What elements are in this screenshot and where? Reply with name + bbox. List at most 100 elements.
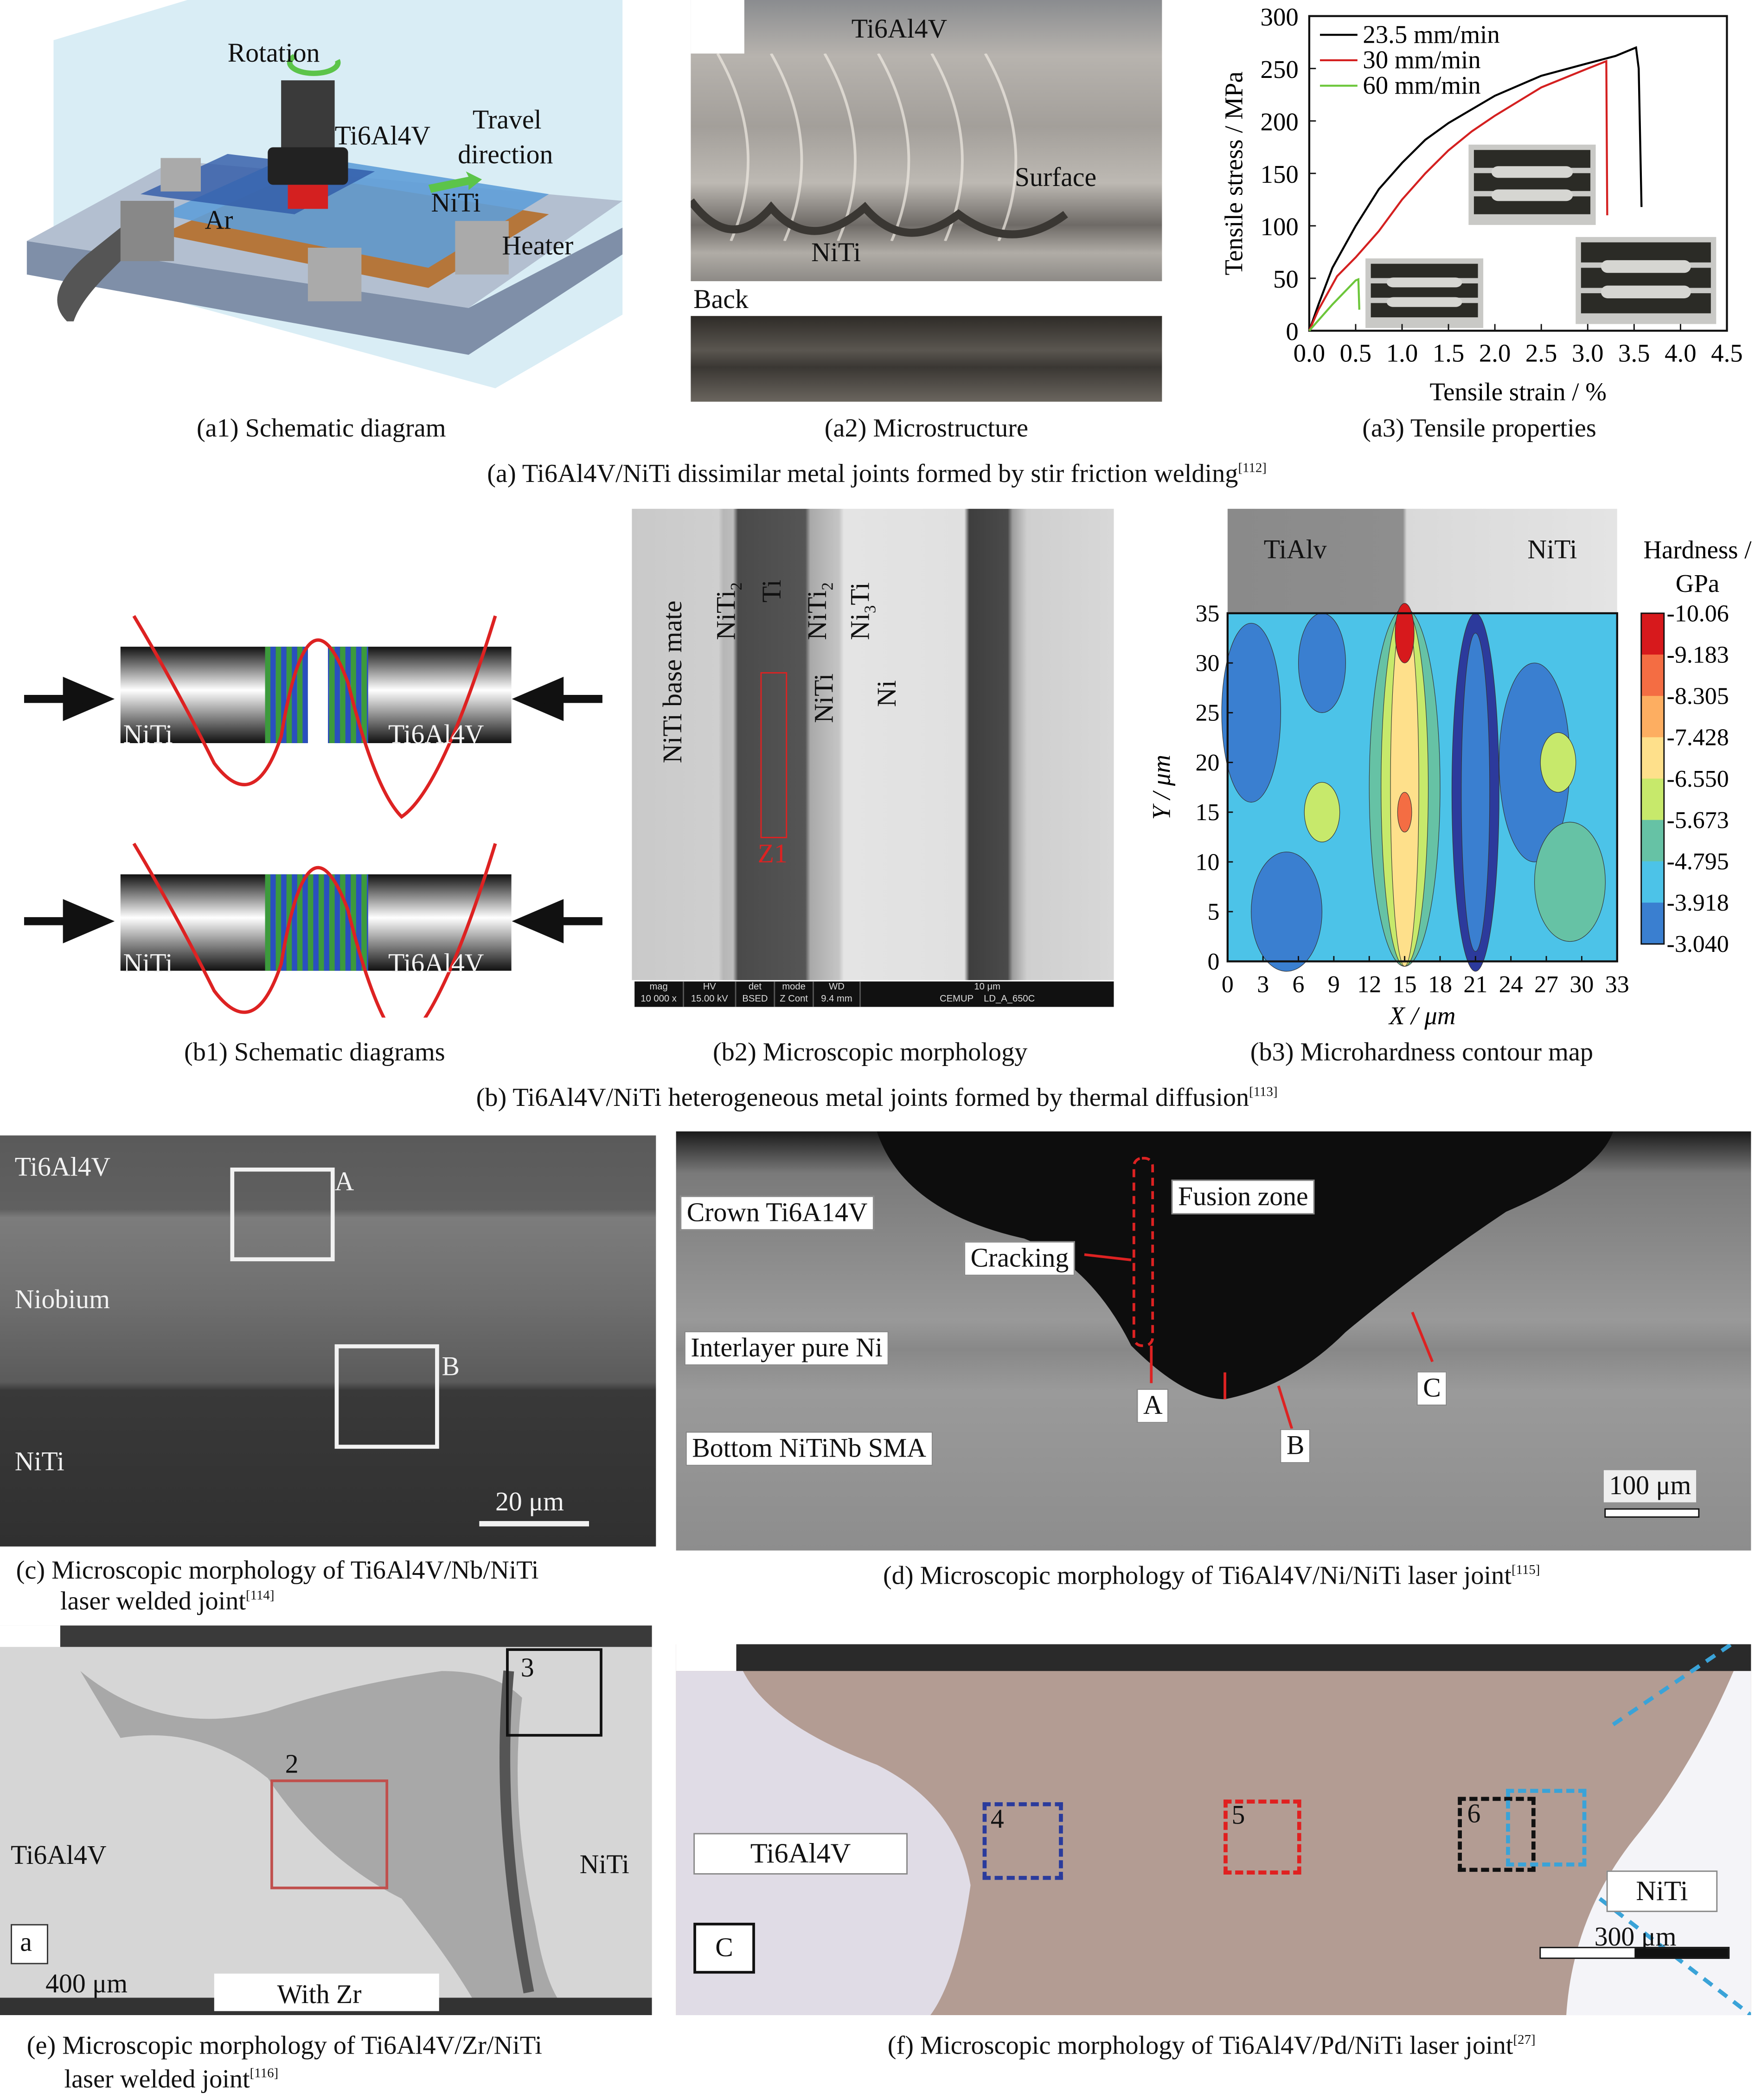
c-label-ti: Ti6Al4V bbox=[14, 1153, 111, 1182]
caption-c-ref: [114] bbox=[246, 1589, 275, 1604]
label-z1: Z1 bbox=[757, 839, 788, 869]
legend-label-0: 23.5 mm/min bbox=[1363, 20, 1499, 48]
f-scale-label: 300 μm bbox=[1594, 1922, 1677, 1952]
colorbar-segment bbox=[1641, 861, 1664, 904]
d-label-c: C bbox=[1416, 1371, 1448, 1406]
scale-bar-f bbox=[1539, 1946, 1730, 1959]
contour-region bbox=[1395, 603, 1415, 663]
caption-e: (e) Microscopic morphology of Ti6Al4V/Zr… bbox=[27, 2030, 542, 2098]
contour-region bbox=[1298, 613, 1346, 713]
caption-f: (f) Microscopic morphology of Ti6Al4V/Pd… bbox=[888, 2030, 1536, 2064]
label-ti6al4v: Ti6Al4V bbox=[334, 122, 431, 152]
e-label-ti: Ti6Al4V bbox=[11, 1841, 107, 1871]
caption-d-ref: [115] bbox=[1511, 1563, 1540, 1578]
sem-hv-header: HV bbox=[703, 983, 716, 992]
zoom-region-box bbox=[1506, 1789, 1587, 1867]
sem-det-header: det bbox=[748, 983, 762, 992]
b3-label-niti: NiTi bbox=[1527, 535, 1577, 565]
contour-region bbox=[1534, 822, 1606, 942]
y-tick-label: 200 bbox=[1261, 108, 1299, 136]
d-label-fusion-zone: Fusion zone bbox=[1171, 1179, 1315, 1214]
caption-d: (d) Microscopic morphology of Ti6Al4V/Ni… bbox=[883, 1560, 1540, 1594]
colorbar-tick-label: -3.918 bbox=[1667, 890, 1729, 916]
y-tick-label: 35 bbox=[1196, 600, 1220, 627]
region-6-box bbox=[1458, 1797, 1536, 1872]
panel-a-badge bbox=[11, 1924, 48, 1965]
label-niti-base: NiTi base mate bbox=[659, 600, 688, 764]
label-direction: direction bbox=[458, 141, 553, 170]
x-tick-label: 4.0 bbox=[1665, 339, 1697, 367]
x-tick-label: 3.0 bbox=[1572, 339, 1604, 367]
y-tick-label: 5 bbox=[1208, 899, 1220, 925]
sem-image-b2 bbox=[632, 508, 1114, 980]
sem-hv-value: 15.00 kV bbox=[691, 995, 728, 1004]
d-label-crown: Crown Ti6A14V bbox=[680, 1195, 874, 1231]
y-axis-label: Tensile stress / MPa bbox=[1220, 71, 1248, 275]
colorbar-tick-label: -3.040 bbox=[1667, 931, 1729, 957]
caption-b-ref: [113] bbox=[1249, 1085, 1278, 1100]
caption-a2: (a2) Microstructure bbox=[824, 415, 1028, 443]
caption-a-ref: [112] bbox=[1238, 461, 1267, 476]
weld-ripples bbox=[691, 53, 1068, 241]
specimen-bar bbox=[1371, 263, 1478, 278]
c-label-niobium: Niobium bbox=[14, 1285, 110, 1315]
e-label-2: 2 bbox=[285, 1750, 299, 1780]
micrograph-a2-back bbox=[691, 316, 1162, 402]
e-scale-label: 400 μm bbox=[45, 1969, 128, 1999]
micrograph-a2-surface bbox=[691, 0, 1162, 282]
x-tick-label: 33 bbox=[1605, 971, 1629, 998]
b3-label-tialv: TiAlv bbox=[1263, 535, 1327, 565]
y-tick-label: 0 bbox=[1286, 317, 1298, 346]
schematic-a1: Rotation Ti6Al4V Travel direction NiTi A… bbox=[26, 0, 629, 402]
region-5-box bbox=[1223, 1799, 1301, 1875]
b1-label-niti-top: NiTi bbox=[123, 720, 173, 750]
caption-e-ref: [116] bbox=[250, 2067, 279, 2082]
c-label-b: B bbox=[442, 1352, 460, 1382]
c-label-niti: NiTi bbox=[14, 1447, 64, 1477]
welding-setup-illustration bbox=[26, 0, 623, 389]
specimen-gap bbox=[1601, 260, 1691, 273]
label-ti-layer: Ti bbox=[757, 579, 788, 603]
caption-b2: (b2) Microscopic morphology bbox=[712, 1039, 1028, 1067]
b3-top-micrograph bbox=[1227, 508, 1617, 613]
caption-d-text: (d) Microscopic morphology of Ti6Al4V/Ni… bbox=[883, 1562, 1512, 1591]
e-label-with-zr: With Zr bbox=[277, 1980, 362, 2010]
f-label-niti: NiTi bbox=[1606, 1870, 1718, 1913]
label-back: Back bbox=[693, 285, 749, 315]
x-tick-label: 0 bbox=[1222, 971, 1234, 998]
label-ni-layer: Ni bbox=[872, 680, 903, 707]
contour-region bbox=[1397, 792, 1412, 833]
x-tick-label: 6 bbox=[1293, 971, 1305, 998]
scale-bar-c bbox=[479, 1521, 589, 1527]
x-tick-label: 9 bbox=[1328, 971, 1340, 998]
series-line-0 bbox=[1308, 46, 1643, 331]
contour-region bbox=[1461, 633, 1490, 952]
colorbar-segment bbox=[1641, 902, 1664, 945]
b1-label-niti-bottom: NiTi bbox=[123, 949, 173, 979]
x-tick-label: 12 bbox=[1357, 971, 1381, 998]
f-label-ti: Ti6Al4V bbox=[693, 1833, 908, 1875]
x-tick-label: 3.5 bbox=[1618, 339, 1650, 367]
caption-b1: (b1) Schematic diagrams bbox=[184, 1039, 445, 1067]
e-label-a: a bbox=[20, 1928, 32, 1958]
label-niti2-right-text: NiTi bbox=[803, 590, 833, 640]
y-tick-label: 150 bbox=[1261, 160, 1299, 188]
colorbar-segment bbox=[1641, 778, 1664, 821]
colorbar-tick-label: -4.795 bbox=[1667, 848, 1729, 875]
caption-b: (b) Ti6Al4V/NiTi heterogeneous metal joi… bbox=[476, 1082, 1278, 1116]
caption-a: (a) Ti6Al4V/NiTi dissimilar metal joints… bbox=[487, 458, 1267, 492]
d-scale-label: 100 μm bbox=[1603, 1470, 1697, 1503]
y-tick-label: 15 bbox=[1196, 799, 1220, 826]
micrograph-e bbox=[0, 1625, 652, 2016]
sem-hv: HV 15.00 kV bbox=[684, 981, 737, 1007]
label-niti2-right: NiTi2 bbox=[803, 582, 838, 640]
colorbar-tick-label: -10.06 bbox=[1667, 600, 1729, 627]
e-label-3: 3 bbox=[520, 1653, 534, 1683]
x-tick-label: 0.5 bbox=[1340, 339, 1372, 367]
legend-label-2: 60 mm/min bbox=[1363, 71, 1480, 99]
